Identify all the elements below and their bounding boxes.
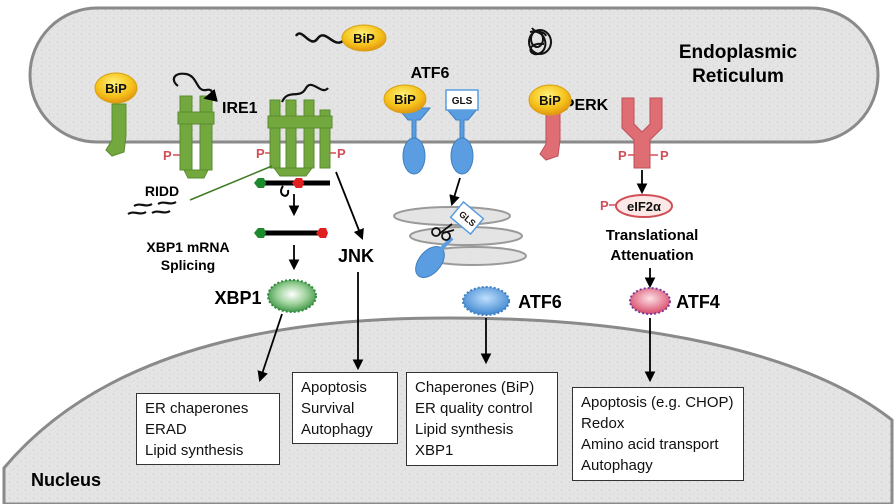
ire1-oligomer bbox=[267, 99, 333, 177]
eif2a bbox=[615, 194, 673, 218]
ire1-phospho-left: P bbox=[163, 148, 172, 163]
svg-text:BiP: BiP bbox=[353, 31, 375, 46]
ridd-connector bbox=[189, 165, 273, 201]
ire1-label: IRE1 bbox=[222, 100, 258, 117]
eif2a-phospho: P bbox=[600, 198, 609, 213]
bip-perk: BiP bbox=[528, 84, 572, 116]
perk-dimer bbox=[621, 97, 663, 169]
atf6-cleavage: GLS bbox=[415, 200, 485, 278]
box-item: ER quality control bbox=[415, 400, 533, 417]
xbp1-mrna-spliced bbox=[254, 228, 328, 238]
box-item: ER chaperones bbox=[145, 400, 249, 417]
box-item: Lipid synthesis bbox=[145, 442, 244, 459]
svg-text:BiP: BiP bbox=[394, 92, 416, 107]
perk-phospho-left: P bbox=[618, 148, 627, 163]
box-item: XBP1 bbox=[415, 442, 454, 459]
nucleus-label: Nucleus bbox=[31, 470, 101, 490]
ire1-phospho-b: P bbox=[337, 146, 346, 161]
bip-free: BiP bbox=[341, 24, 387, 52]
box-item: Apoptosis (e.g. CHOP) bbox=[581, 394, 734, 411]
released-chain-arrow bbox=[172, 72, 218, 102]
ire1-dimer bbox=[177, 95, 215, 179]
xbp1-label: XBP1 bbox=[214, 288, 261, 308]
ridd-label: RIDD bbox=[145, 183, 179, 199]
translational-attenuation-line1: Translational bbox=[606, 227, 699, 244]
box-item: Autophagy bbox=[301, 421, 373, 438]
box-item: Lipid synthesis bbox=[415, 421, 514, 438]
atf6-receptor-label: ATF6 bbox=[411, 65, 450, 82]
box-item: Autophagy bbox=[581, 457, 653, 474]
degraded-mrna-icon bbox=[127, 201, 177, 215]
misfolded-protein-icon bbox=[528, 27, 552, 56]
atf6-golgi-arrow bbox=[449, 177, 461, 207]
scissors-icon bbox=[431, 223, 455, 241]
xbp1-mrna-unspliced bbox=[254, 178, 330, 197]
bip-ire1: BiP bbox=[94, 72, 138, 104]
atf6-factor-label: ATF6 bbox=[518, 292, 562, 312]
eif2a-label: eIF2α bbox=[627, 199, 661, 214]
box-item: ERAD bbox=[145, 421, 187, 438]
xbp1-protein bbox=[267, 279, 317, 313]
atf6-receptor-gls: GLS bbox=[444, 89, 480, 175]
ire1-jnk-arrow bbox=[335, 171, 364, 241]
box-item: Redox bbox=[581, 415, 625, 432]
unfolded-protein-chain bbox=[294, 32, 345, 44]
atf4-targets-box: Apoptosis (e.g. CHOP) Redox Amino acid t… bbox=[572, 387, 744, 481]
xbp1-splicing-label-line2: Splicing bbox=[161, 257, 215, 273]
atf4-label: ATF4 bbox=[676, 292, 720, 312]
er-label-line1: Endoplasmic bbox=[679, 42, 798, 63]
box-item: Apoptosis bbox=[301, 379, 367, 396]
translational-attenuation-line2: Attenuation bbox=[610, 247, 693, 264]
ire1-phospho-a: P bbox=[256, 146, 265, 161]
atf6-targets-box: Chaperones (BiP) ER quality control Lipi… bbox=[406, 372, 558, 466]
atf6-factor bbox=[462, 286, 510, 316]
jnk-label: JNK bbox=[338, 246, 374, 266]
xbp1-splicing-label-line1: XBP1 mRNA bbox=[146, 239, 229, 255]
box-item: Survival bbox=[301, 400, 355, 417]
ire1-bound-chain bbox=[280, 83, 329, 103]
atf4-factor bbox=[629, 287, 671, 315]
perk-label: PERK bbox=[564, 97, 609, 114]
xbp1-nucleus-arrow bbox=[257, 313, 283, 383]
er-label-line2: Reticulum bbox=[692, 66, 784, 87]
xbp1-targets-box: ER chaperones ERAD Lipid synthesis bbox=[136, 393, 280, 465]
perk-phospho-right: P bbox=[660, 148, 669, 163]
atf6-receptor-bip: BiP bbox=[383, 84, 432, 175]
er-membrane bbox=[28, 6, 880, 144]
box-item: Chaperones (BiP) bbox=[415, 379, 535, 396]
jnk-targets-box: Apoptosis Survival Autophagy bbox=[292, 372, 398, 444]
box-item: Amino acid transport bbox=[581, 436, 719, 453]
svg-text:BiP: BiP bbox=[105, 81, 127, 96]
ire1-monomer bbox=[105, 103, 127, 157]
svg-text:BiP: BiP bbox=[539, 93, 561, 108]
svg-text:GLS: GLS bbox=[452, 96, 473, 107]
